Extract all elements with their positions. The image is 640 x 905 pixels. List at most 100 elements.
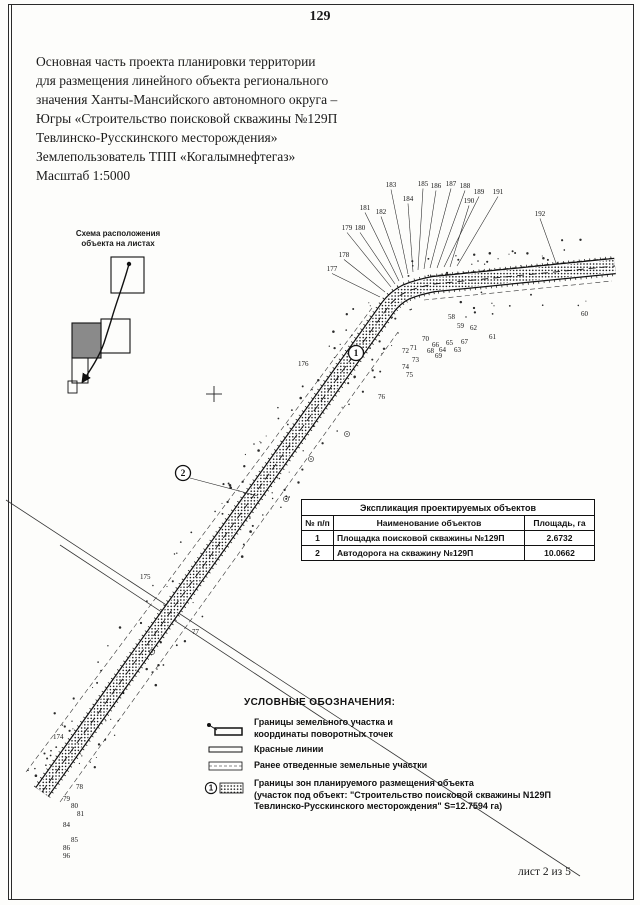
speckle-dot [280, 506, 282, 508]
speckle-dot [480, 291, 483, 294]
speckle-dot [394, 317, 397, 320]
survey-point-label: 86 [63, 844, 71, 852]
col-header-num: № п/п [301, 515, 334, 531]
leader-line [429, 188, 452, 269]
leader-line [456, 196, 499, 267]
turning-point-label: 182 [376, 208, 387, 216]
speckle-dot [391, 345, 393, 347]
survey-point-label: 84 [63, 821, 71, 829]
speckle-dot [222, 483, 225, 486]
speckle-dot [514, 252, 517, 254]
speckle-dot [253, 443, 255, 445]
speckle-dot [286, 423, 289, 426]
speckle-dot [244, 453, 246, 456]
turning-point-label: 184 [403, 195, 414, 203]
legend-item-boundary: Границы земельного участка и координаты … [204, 717, 604, 740]
speckle-dot [381, 353, 383, 355]
speckle-dot [270, 508, 272, 510]
speckle-dot [257, 449, 260, 452]
leader-line [359, 232, 396, 285]
speckle-dot [321, 442, 324, 445]
vegetation-symbols [149, 431, 350, 655]
speckle-dot [92, 687, 94, 689]
speckle-dot [72, 697, 75, 700]
speckle-dot [156, 668, 158, 670]
survey-point-label: 81 [77, 810, 85, 818]
speckle-dot [277, 417, 280, 420]
survey-point-label: 71 [410, 344, 418, 352]
speckle-dot [259, 441, 261, 443]
speckle-dot [332, 330, 335, 333]
speckle-dot [288, 471, 290, 473]
speckle-dot [493, 305, 495, 307]
speckle-dot [333, 346, 336, 350]
title-line: Югры «Строительство поисковой скважины №… [36, 111, 338, 126]
leader-line [443, 196, 480, 268]
speckle-dot [317, 379, 320, 382]
speckle-dot [491, 302, 493, 304]
speckle-dot [68, 729, 71, 732]
leader-line [343, 259, 386, 293]
speckle-dot [173, 553, 176, 555]
leader-line [436, 190, 466, 269]
turning-point-label: 179 [342, 224, 353, 232]
speckle-dot [508, 304, 511, 307]
speckle-dot [526, 252, 529, 255]
speckle-dot [407, 274, 410, 277]
speckle-dot [152, 584, 154, 587]
table-cell: 2.6732 [524, 530, 595, 546]
turning-point-label: 191 [493, 188, 504, 196]
turning-point-label: 187 [446, 180, 457, 188]
sheet-label: лист 2 из 5 [518, 866, 571, 878]
table-cell: 10.0662 [524, 545, 595, 561]
speckle-dot [371, 369, 374, 372]
project-title-block: Основная часть проекта планировки террит… [36, 52, 370, 185]
speckle-dot [97, 661, 99, 663]
leader-line [539, 218, 557, 264]
survey-point-label: 70 [422, 335, 430, 343]
speckle-dot [378, 340, 381, 343]
speckle-dot [110, 718, 112, 721]
scale-line: Масштаб 1:5000 [36, 168, 131, 183]
legend-title: УСЛОВНЫЕ ОБОЗНАЧЕНИЯ: [244, 697, 396, 708]
speckle-dot [227, 482, 230, 485]
speckle-dot [260, 442, 262, 444]
turning-point-label: 178 [339, 251, 350, 259]
speckle-dot [328, 345, 330, 347]
speckle-dot [455, 255, 457, 257]
speckle-dot [78, 762, 81, 765]
speckle-dot [530, 293, 532, 296]
speckle-dot [345, 313, 348, 316]
legend: УСЛОВНЫЕ ОБОЗНАЧЕНИЯ: Границы земельного… [204, 697, 604, 817]
speckle-dot [278, 477, 281, 480]
terrain-speckle [27, 238, 587, 777]
speckle-dot [117, 719, 120, 722]
speckle-dot [145, 667, 148, 671]
speckle-dot [271, 497, 274, 500]
speckle-dot [563, 249, 566, 251]
speckle-dot [541, 255, 543, 257]
speckle-dot [301, 468, 304, 471]
speckle-dot [465, 316, 467, 318]
speckle-dot [561, 239, 564, 242]
speckle-dot [427, 257, 430, 260]
speckle-dot [302, 450, 304, 452]
survey-point-label: 79 [63, 795, 71, 803]
speckle-dot [97, 743, 101, 746]
legend-item-placement-zone: 1 Границы зон планируемого размещения об… [204, 778, 604, 813]
survey-point-label: 58 [448, 313, 456, 321]
turning-point-label: 181 [360, 204, 371, 212]
leader-line [331, 273, 381, 298]
leader-line [407, 203, 414, 273]
speckle-dot [348, 403, 350, 406]
sheet-layout-scheme: Схема расположения объекта на листах [64, 229, 172, 424]
speckle-dot [50, 749, 52, 752]
turning-point-label: 183 [386, 181, 397, 189]
speckle-dot [72, 728, 74, 730]
speckle-dot [486, 260, 489, 263]
legend-label: Красные линии [254, 744, 324, 755]
title-line: Землепользователь ТПП «Когалымнефтегаз» [36, 149, 296, 164]
speckle-dot [371, 358, 374, 361]
coordinate-cross [206, 386, 222, 402]
